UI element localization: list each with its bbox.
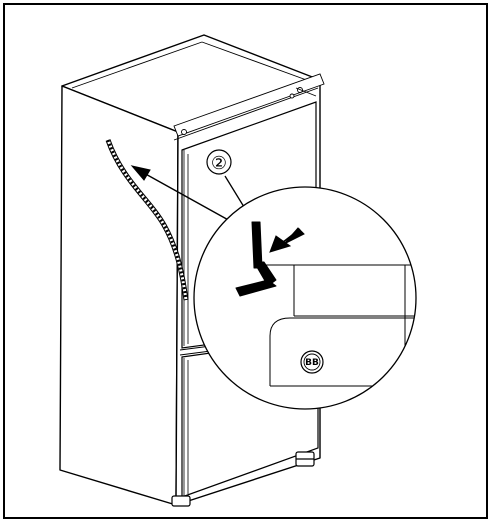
door-seal-strip: [105, 139, 189, 301]
clip-tool: [235, 221, 277, 297]
callout-number: ②: [211, 153, 227, 174]
callout-2: ②: [206, 149, 232, 175]
badge-inner-ring: [303, 353, 321, 371]
badge-text: BB: [305, 358, 319, 368]
cabinet-left-face: [59, 85, 179, 506]
top-trim: [71, 41, 325, 141]
badge-outer-ring: [300, 350, 324, 374]
cabinet-feet: [171, 451, 315, 507]
removal-arrow: [130, 165, 233, 223]
press-arrow: [269, 227, 305, 253]
zoom-detail: BB: [193, 186, 417, 410]
